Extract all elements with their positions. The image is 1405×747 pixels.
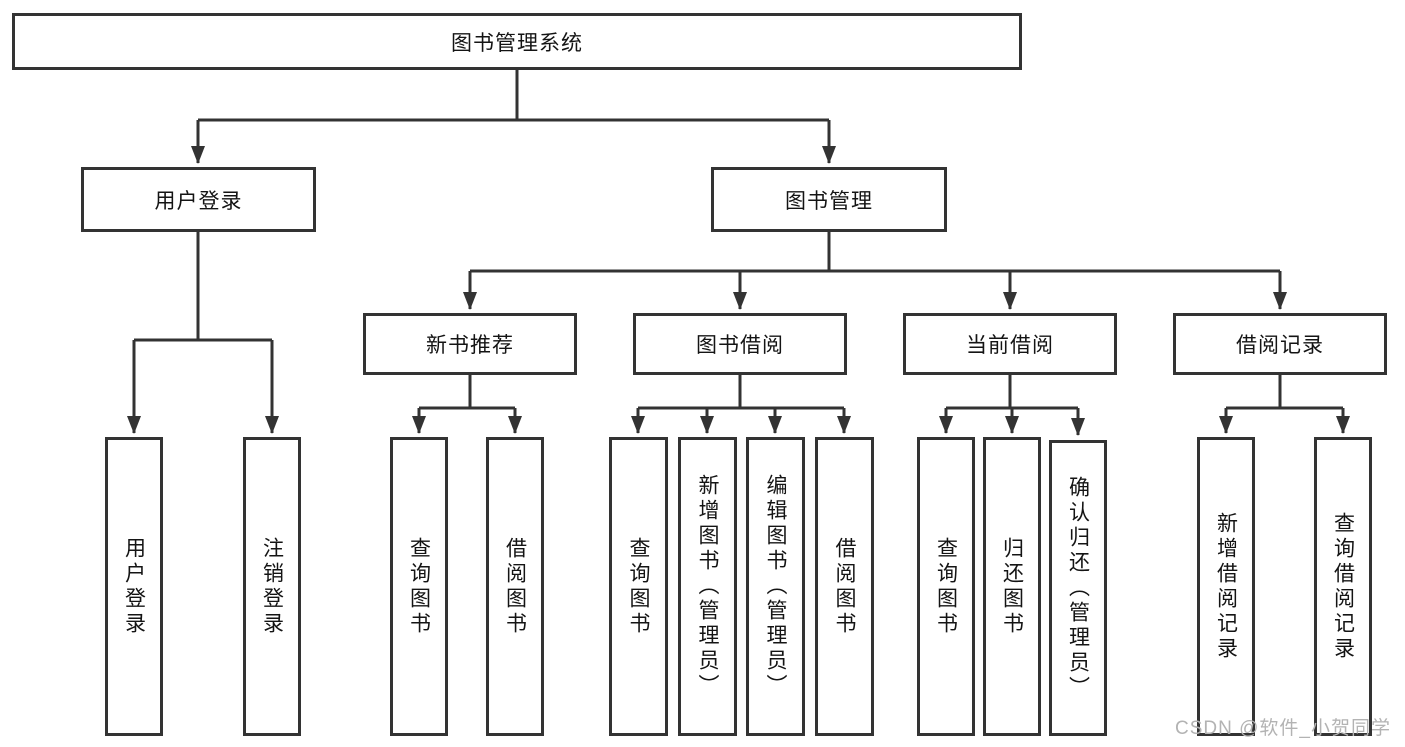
leaf-br-add-record: 新增借阅记录 [1197, 437, 1255, 736]
connector-current-borrow-split [939, 375, 1085, 436]
node-current-borrow-label: 当前借阅 [966, 334, 1054, 357]
leaf-rec-borrow-book: 借阅图书 [486, 437, 544, 736]
leaf-logout-label: 注销登录 [260, 536, 284, 637]
node-book-mgmt: 图书管理 [711, 167, 947, 232]
leaf-bb-borrow-book-label: 借阅图书 [833, 536, 856, 637]
connector-book-borrow-split [631, 375, 851, 434]
node-root-label: 图书管理系统 [451, 31, 583, 55]
node-book-borrow-label: 图书借阅 [696, 334, 784, 357]
node-borrow-record: 借阅记录 [1173, 313, 1387, 375]
connector-new-book-rec-split [412, 375, 522, 434]
node-book-borrow: 图书借阅 [633, 313, 847, 375]
leaf-rec-query-book: 查询图书 [390, 437, 448, 736]
leaf-bb-borrow-book: 借阅图书 [815, 437, 874, 736]
leaf-bb-edit-book-label: 编辑图书（管理员） [764, 474, 787, 699]
leaf-bb-add-book: 新增图书（管理员） [678, 437, 737, 736]
leaf-bb-add-book-label: 新增图书（管理员） [696, 474, 719, 699]
leaf-rec-query-book-label: 查询图书 [407, 536, 431, 637]
leaf-cb-query-book-label: 查询图书 [934, 536, 958, 637]
connector-borrow-record-split [1219, 375, 1350, 434]
connector-root-split [191, 70, 836, 164]
leaf-user-login-label: 用户登录 [122, 536, 146, 637]
node-new-book-rec: 新书推荐 [363, 313, 577, 375]
leaf-logout: 注销登录 [243, 437, 301, 736]
connector-book-mgmt-split [463, 232, 1287, 310]
leaf-rec-borrow-book-label: 借阅图书 [503, 536, 527, 637]
leaf-bb-edit-book: 编辑图书（管理员） [746, 437, 805, 736]
leaf-cb-return-book-label: 归还图书 [1000, 536, 1024, 637]
node-root: 图书管理系统 [12, 13, 1022, 70]
node-user-login: 用户登录 [81, 167, 316, 232]
node-book-mgmt-label: 图书管理 [785, 189, 873, 213]
node-current-borrow: 当前借阅 [903, 313, 1117, 375]
leaf-bb-query-book: 查询图书 [609, 437, 668, 736]
leaf-user-login: 用户登录 [105, 437, 163, 736]
leaf-br-query-record-label: 查询借阅记录 [1331, 511, 1355, 662]
node-borrow-record-label: 借阅记录 [1236, 334, 1324, 357]
node-user-login-label: 用户登录 [154, 189, 243, 213]
leaf-cb-confirm-return: 确认归还（管理员） [1049, 440, 1107, 736]
leaf-cb-query-book: 查询图书 [917, 437, 975, 736]
connector-user-login-split [127, 232, 279, 434]
leaf-bb-query-book-label: 查询图书 [627, 536, 650, 637]
leaf-cb-confirm-return-label: 确认归还（管理员） [1066, 475, 1090, 701]
leaf-cb-return-book: 归还图书 [983, 437, 1041, 736]
leaf-br-query-record: 查询借阅记录 [1314, 437, 1372, 736]
leaf-br-add-record-label: 新增借阅记录 [1214, 511, 1238, 662]
node-new-book-rec-label: 新书推荐 [426, 334, 514, 357]
